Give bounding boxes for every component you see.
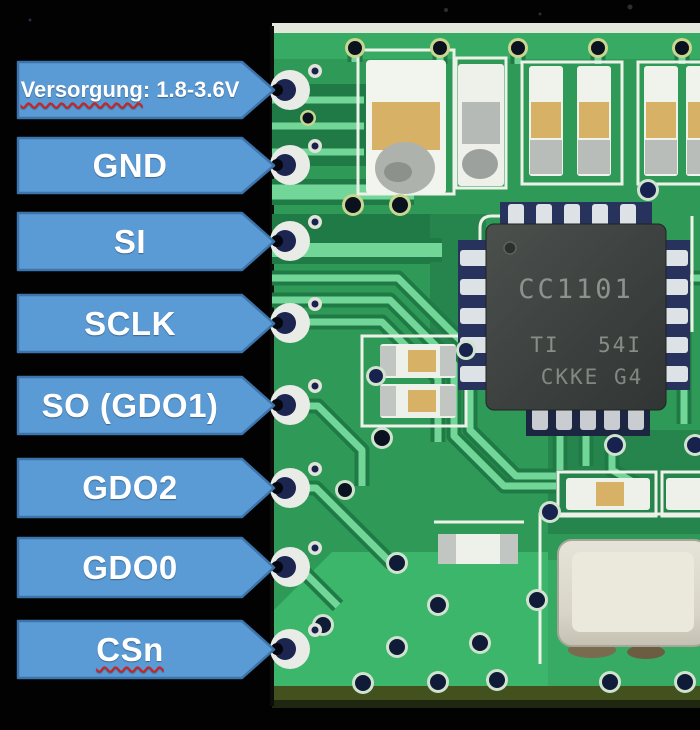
smd-top-row xyxy=(529,66,700,176)
castellated-pads xyxy=(270,64,322,669)
via-row-top xyxy=(345,38,692,58)
pin-label-text: SO (GDO1) xyxy=(41,387,219,424)
board-bottom-shadow xyxy=(272,700,700,708)
edge-pad xyxy=(270,297,322,343)
edge-pad xyxy=(270,215,322,261)
pin-arrow-gdo2 xyxy=(16,457,276,519)
smd-capacitor-grey xyxy=(458,64,504,186)
pin-label-text: SCLK xyxy=(84,305,176,342)
pin-arrow-gdo0 xyxy=(16,536,276,599)
chip-body xyxy=(485,223,667,411)
pin-label-gdo2: GDO2 xyxy=(18,459,242,517)
edge-pad xyxy=(270,541,322,587)
pin-arrow-gnd xyxy=(16,136,276,195)
pin1-indicator-dot xyxy=(503,241,517,255)
pin-label-text: GDO2 xyxy=(82,469,178,506)
pin-label-gdo0: GDO0 xyxy=(18,538,242,597)
pin-annotation-arrows xyxy=(16,60,276,680)
via-scatter xyxy=(300,110,700,523)
edge-pad xyxy=(270,139,322,185)
smd-components xyxy=(366,60,700,659)
pin-label-text: GND xyxy=(92,147,168,184)
pin-label-text: SI xyxy=(113,223,147,260)
chip-marking-manufacturer: TI xyxy=(530,333,559,357)
vias xyxy=(300,38,700,694)
pin-label-csn: CSn xyxy=(18,621,242,678)
board-top-edge xyxy=(272,23,700,33)
chip-marking-lot-code: CKKE G4 xyxy=(541,365,644,389)
pin-label-sclk: SCLK xyxy=(18,295,242,352)
pin-arrow-csn xyxy=(16,619,276,680)
via-ground-pour xyxy=(312,552,696,694)
top-copper-strip xyxy=(272,33,700,59)
crystal-oscillator xyxy=(557,539,700,659)
pin-arrow-so-gdo1 xyxy=(16,375,276,436)
cc1101-chip: CC1101 TI 54I CKKE G4 xyxy=(458,202,690,436)
pin-label-text: Versorgung xyxy=(20,77,143,102)
board-left-edge xyxy=(270,26,274,706)
pin-arrow-si xyxy=(16,211,276,272)
edge-pad xyxy=(270,623,322,669)
pin-label-so-gdo1: SO (GDO1) xyxy=(18,377,242,434)
pin-label-si: SI xyxy=(18,213,242,270)
chip-marking-date-code: 54I xyxy=(598,333,642,357)
smd-mid-pair xyxy=(380,344,456,418)
smd-right-mid xyxy=(566,478,700,510)
dust-specks xyxy=(28,4,633,22)
pin-label-gnd: GND xyxy=(18,138,242,193)
pin-label-supply: Versorgung: 1.8-3.6V xyxy=(18,62,242,118)
edge-pad xyxy=(270,64,322,110)
smd-capacitor-large xyxy=(366,60,446,194)
pin-label-text: : 1.8-3.6V xyxy=(142,77,240,102)
pin-label-text: CSn xyxy=(96,631,164,668)
board-bottom-edge xyxy=(272,686,700,700)
smd-resistor xyxy=(438,534,518,564)
pin-arrow-sclk xyxy=(16,293,276,354)
chip-marking-part-number: CC1101 xyxy=(518,274,634,305)
chip-markings: CC1101 TI 54I CKKE G4 xyxy=(518,274,644,389)
edge-pad xyxy=(270,462,322,508)
pin-label-text: GDO0 xyxy=(82,549,178,586)
edge-pad xyxy=(270,379,322,425)
pin-arrow-supply xyxy=(16,60,276,120)
